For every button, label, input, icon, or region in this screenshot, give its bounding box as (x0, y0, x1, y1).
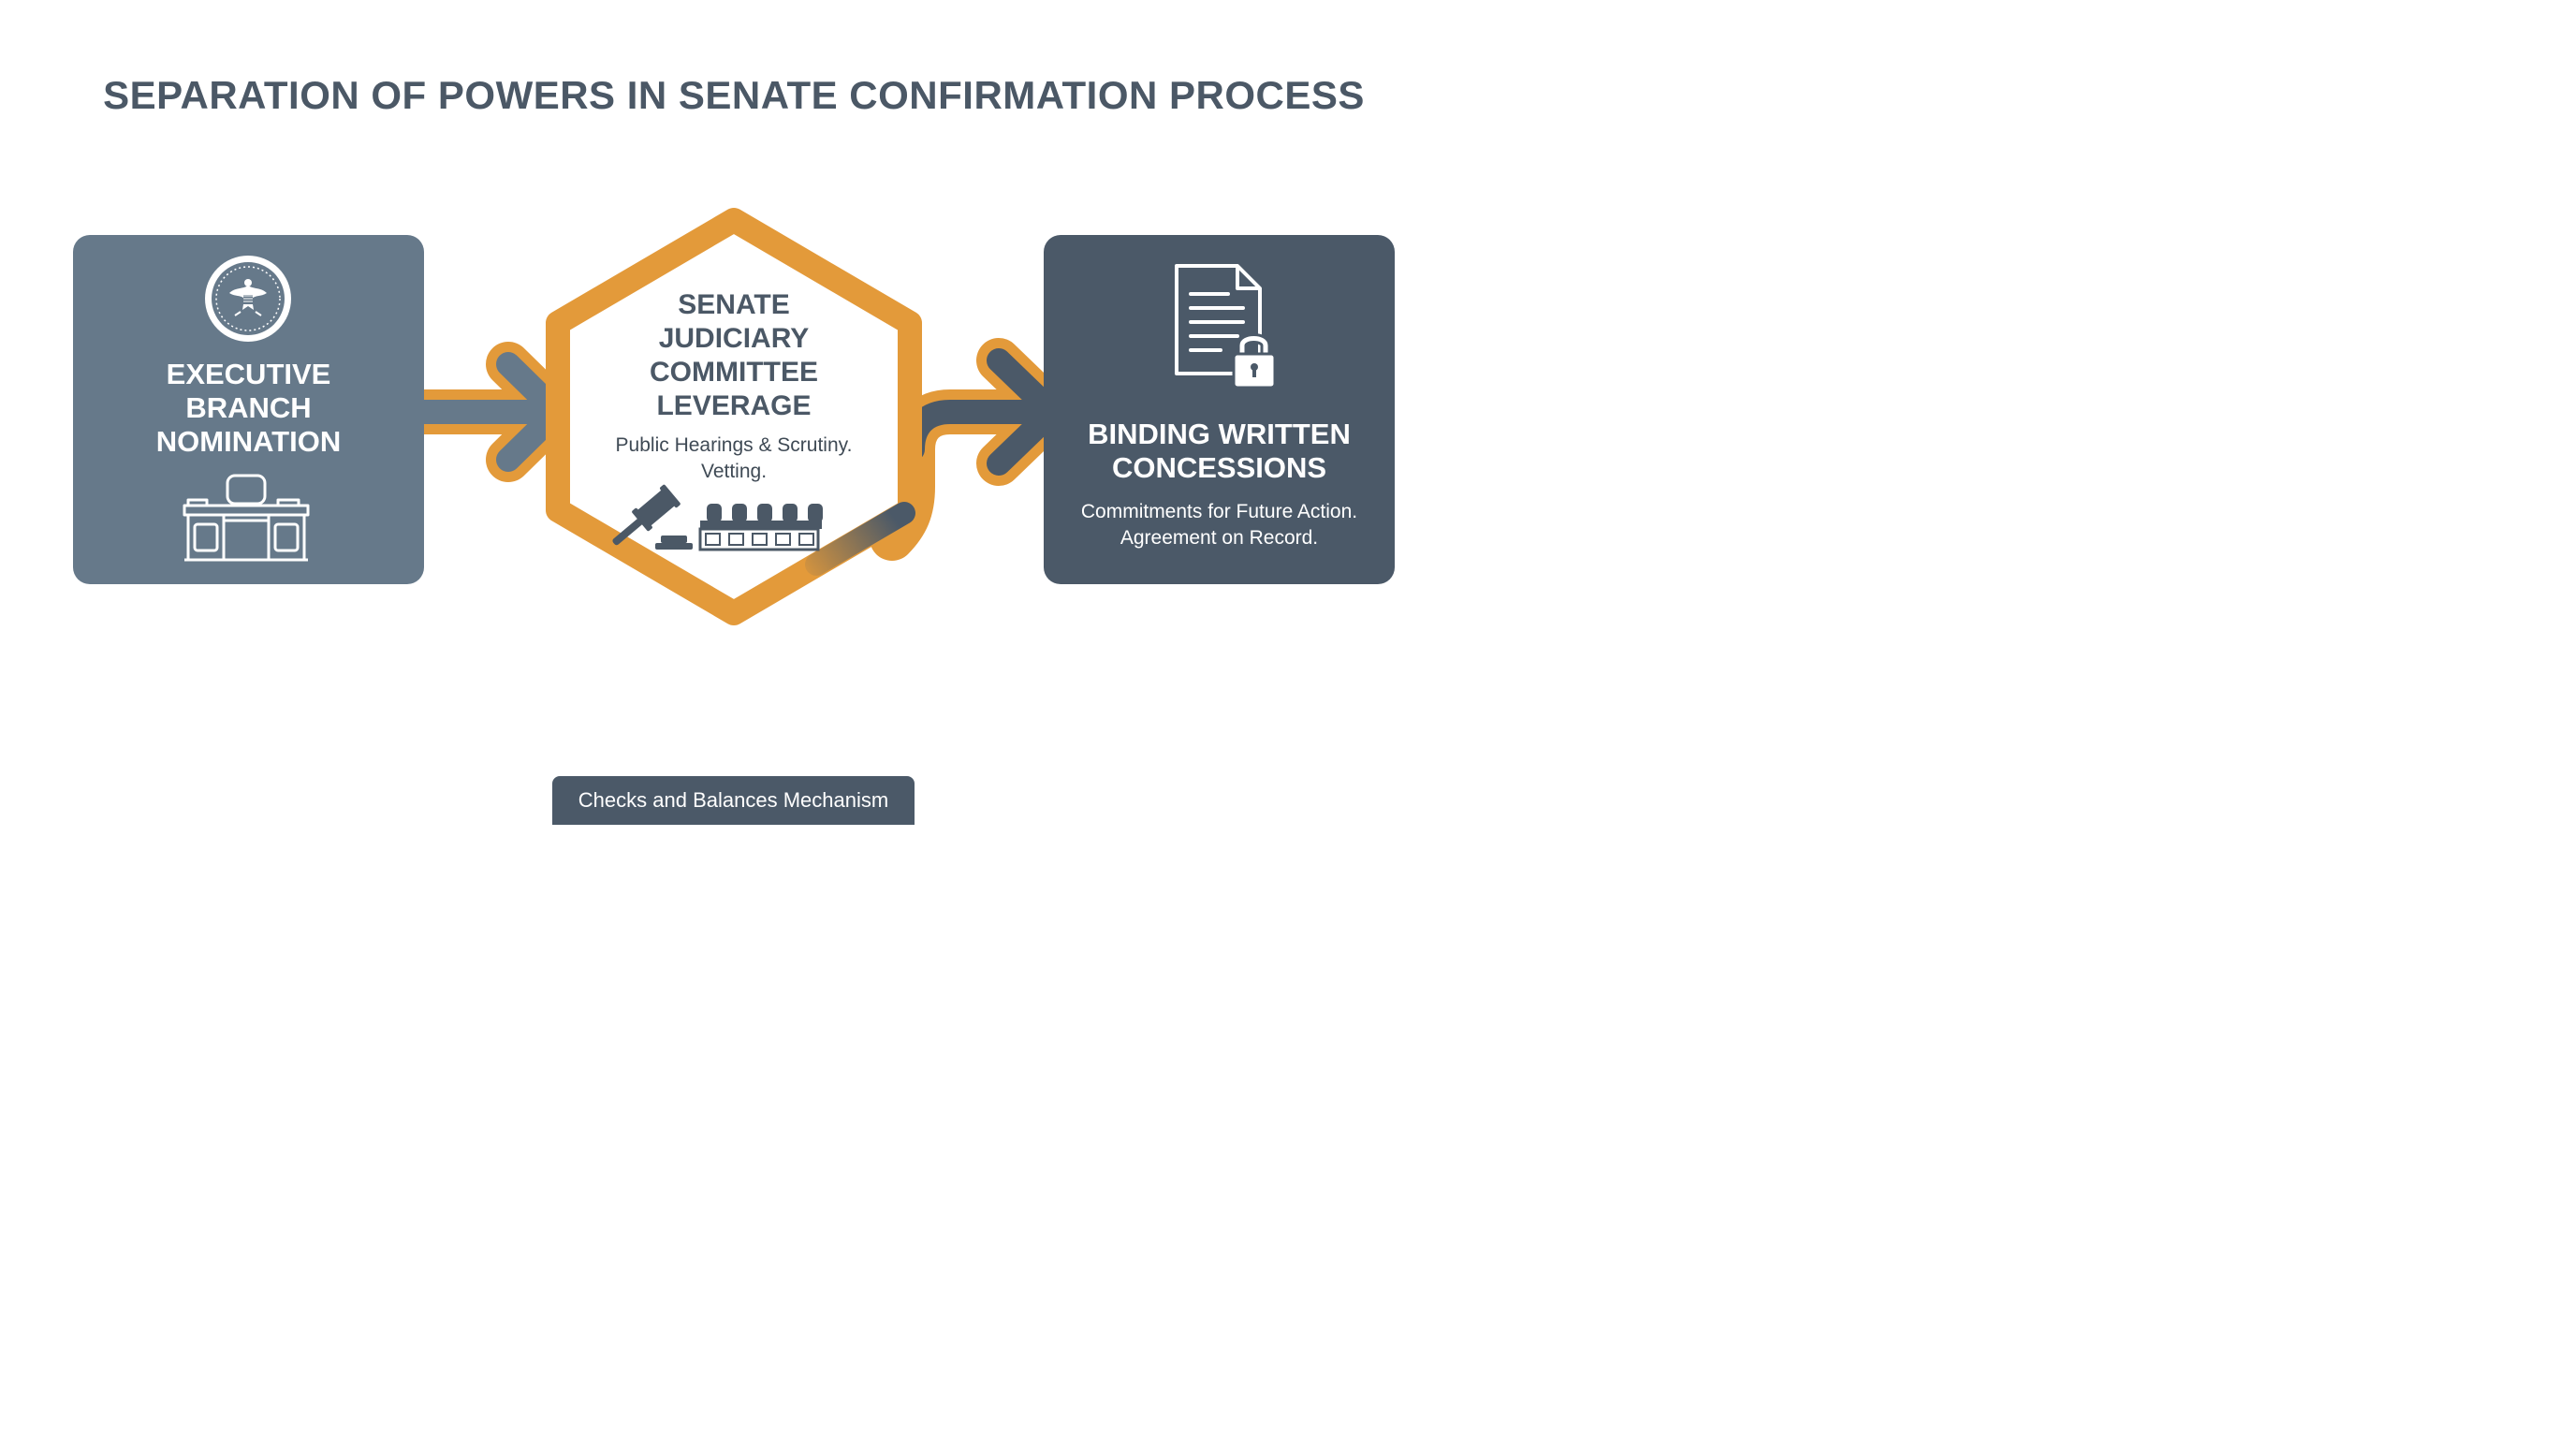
desk-icon (183, 474, 310, 562)
presidential-seal-icon (205, 256, 291, 342)
executive-heading-line-2: BRANCH (185, 391, 312, 424)
locked-document-icon (1175, 264, 1277, 389)
executive-heading-line-1: EXECUTIVE (166, 358, 331, 390)
committee-description-line-1: Public Hearings & Scrutiny. (615, 434, 853, 456)
concessions-description-line-2: Agreement on Record. (1120, 527, 1319, 549)
diagram-graphics (399, 208, 1075, 625)
committee-heading: SENATE JUDICIARY COMMITTEE LEVERAGE (593, 288, 874, 423)
footer-label: Checks and Balances Mechanism (552, 776, 915, 825)
executive-nomination-panel: EXECUTIVE BRANCH NOMINATION (73, 235, 424, 584)
diagram-title: SEPARATION OF POWERS IN SENATE CONFIRMAT… (103, 73, 1365, 117)
connector-arrow-1 (399, 342, 579, 482)
gavel-icon (612, 484, 693, 550)
committee-heading-line-2: JUDICIARY (658, 323, 810, 354)
concessions-heading-line-2: CONCESSIONS (1111, 451, 1327, 484)
concessions-description-line-1: Commitments for Future Action. (1080, 501, 1358, 522)
committee-heading-line-1: SENATE (678, 289, 790, 320)
concessions-heading-line-1: BINDING WRITTEN (1088, 418, 1351, 450)
committee-description-line-2: Vetting. (700, 461, 768, 482)
committee-heading-line-3: COMMITTEE (650, 357, 818, 388)
committee-description: Public Hearings & Scrutiny. Vetting. (590, 433, 878, 485)
binding-concessions-panel: BINDING WRITTEN CONCESSIONS Commitments … (1044, 235, 1395, 584)
committee-heading-line-4: LEVERAGE (656, 390, 812, 421)
committee-bench-icon (698, 504, 823, 551)
executive-heading-line-3: NOMINATION (155, 425, 342, 458)
hexagon-fade-stroke (805, 502, 915, 576)
